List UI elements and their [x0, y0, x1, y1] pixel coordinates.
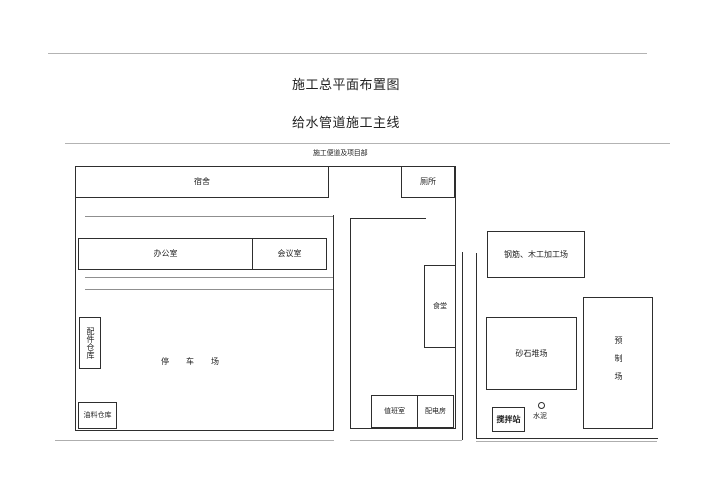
yard-precast: 预制场 [583, 297, 653, 429]
page-title: 施工总平面布置图 [292, 77, 401, 92]
room-toilet: 厕所 [401, 166, 455, 198]
room-office: 办公室 [78, 238, 253, 270]
yard-left-border [476, 253, 477, 439]
diagram-caption: 施工便道及项目部 [313, 149, 368, 157]
yard-rebar-carpentry: 钢筋、木工加工场 [487, 231, 585, 278]
bottom-road-line [476, 441, 657, 442]
middle-section-left-border [350, 218, 351, 429]
bottom-road-line [55, 440, 334, 441]
compound-left-border [75, 166, 76, 431]
mixing-station: 搅拌站 [492, 407, 525, 432]
cement-label: 水泥 [533, 412, 547, 420]
room-parts-warehouse: 配件仓库 [79, 317, 101, 369]
parking-lot-label: 停车场 [161, 357, 236, 366]
section-divider [65, 143, 670, 144]
top-divider [48, 53, 647, 54]
room-duty: 值班室 [371, 395, 418, 428]
road-line [85, 277, 333, 278]
cement-silo-icon [538, 402, 545, 409]
road-line [85, 216, 333, 217]
road-line [85, 289, 334, 290]
room-meeting: 会议室 [252, 238, 327, 270]
room-canteen: 食堂 [424, 265, 456, 348]
compound-bottom-left-border [75, 430, 334, 431]
compound-bottom-middle-border [350, 428, 456, 429]
room-fuel-warehouse: 油料仓库 [78, 402, 117, 429]
inner-road-left-edge [333, 215, 334, 431]
page-subtitle: 给水管道施工主线 [292, 115, 401, 130]
side-road-line [462, 252, 463, 440]
yard-sand-gravel: 砂石堆场 [486, 317, 577, 390]
room-power-distribution: 配电房 [417, 395, 454, 428]
yard-bottom-border [476, 438, 658, 439]
middle-section-top-border [350, 218, 426, 219]
bottom-road-line [350, 440, 462, 441]
room-dormitory: 宿舍 [75, 166, 329, 198]
